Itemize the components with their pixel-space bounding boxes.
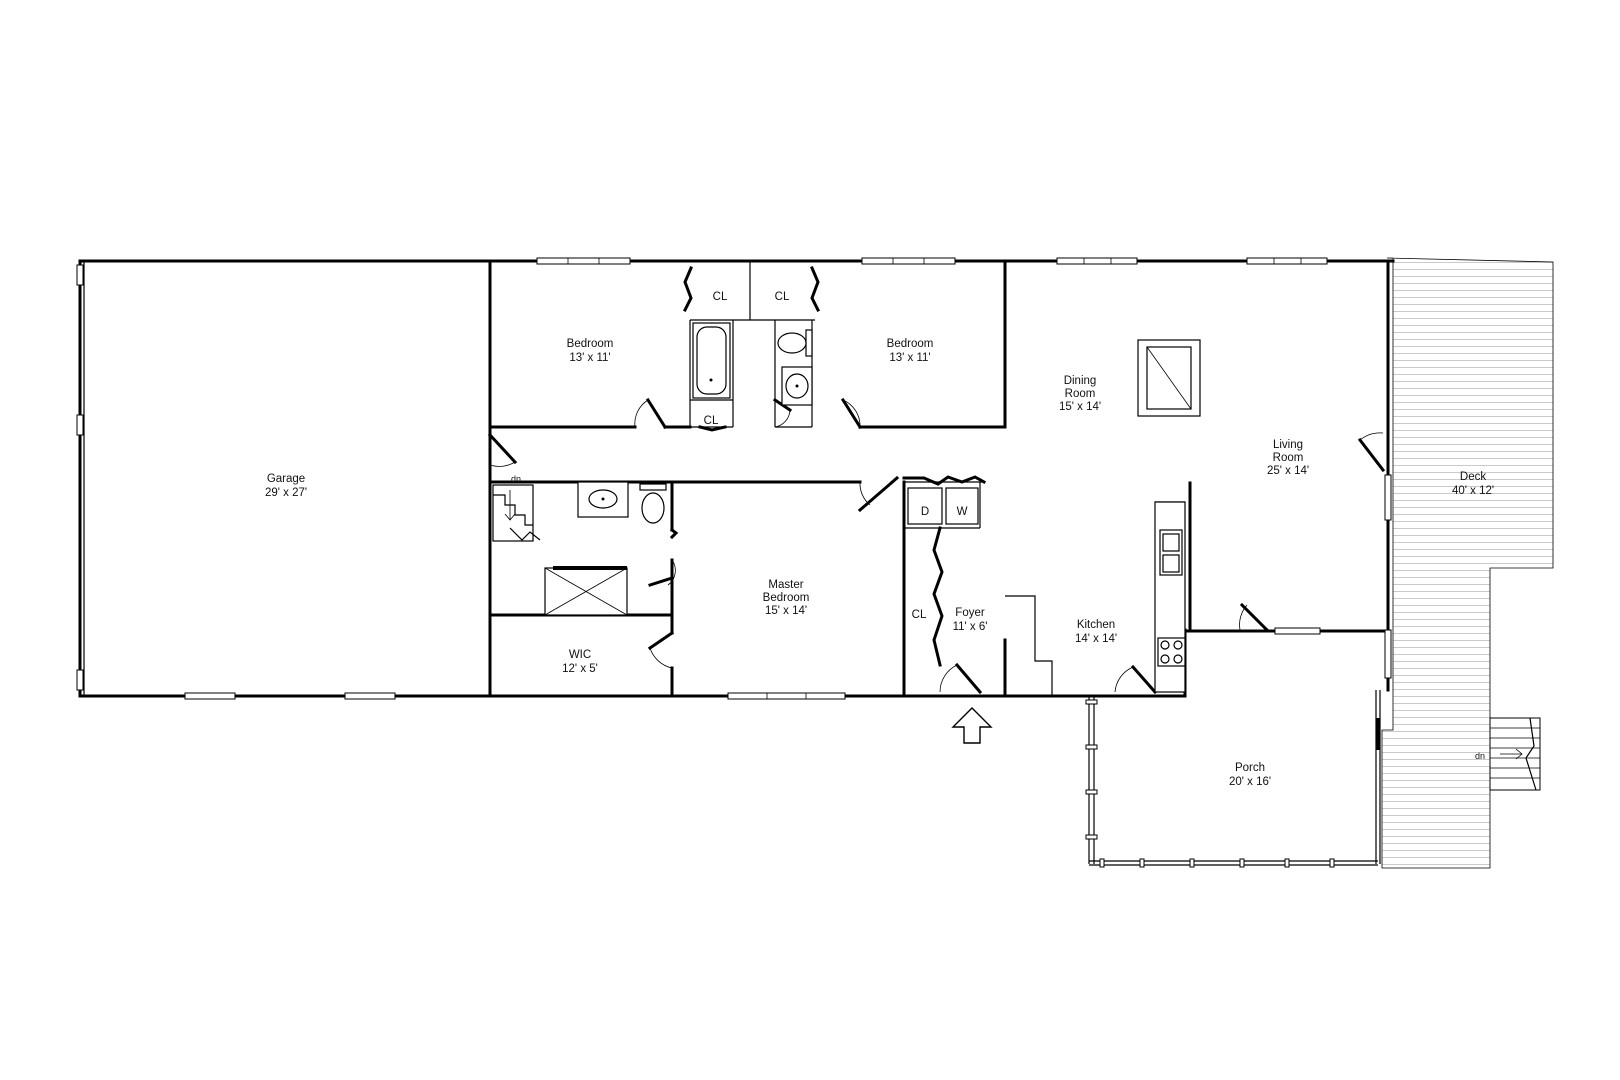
master-name-1: Master: [768, 579, 803, 591]
deck-size: 40' x 12': [1452, 485, 1494, 497]
dining-size: 15' x 14': [1059, 401, 1101, 413]
living-size: 25' x 14': [1267, 465, 1309, 477]
dining-name-2: Room: [1065, 388, 1096, 400]
closet-label-2: CL: [775, 291, 790, 303]
porch-name: Porch: [1235, 762, 1265, 774]
master-name-2: Bedroom: [763, 592, 810, 604]
kitchen-size: 14' x 14': [1075, 633, 1117, 645]
deck-name: Deck: [1460, 471, 1486, 483]
closet-label-3: CL: [704, 415, 719, 427]
doors: [487, 266, 1386, 695]
living-name-1: Living: [1273, 439, 1303, 451]
room-label-deck: Deck 40' x 12': [1452, 471, 1494, 497]
deck-area: [1381, 257, 1554, 869]
bedroom-left-size: 13' x 11': [569, 352, 610, 364]
garage-size: 29' x 27': [265, 487, 307, 499]
closet-label-4: CL: [912, 609, 927, 621]
fixtures: [492, 322, 1201, 744]
room-label-dining: Dining Room 15' x 14': [1059, 375, 1101, 413]
room-label-wic: WIC 12' x 5': [562, 649, 598, 675]
kitchen-name: Kitchen: [1077, 619, 1115, 631]
room-label-bedroom-left: Bedroom 13' x 11': [567, 338, 614, 364]
bedroom-right-size: 13' x 11': [889, 352, 930, 364]
wic-name: WIC: [569, 649, 591, 661]
bedroom-right-name: Bedroom: [887, 338, 934, 350]
foyer-name: Foyer: [955, 607, 985, 619]
room-label-kitchen: Kitchen 14' x 14': [1075, 619, 1117, 645]
garage-name: Garage: [267, 473, 305, 485]
deck-stairs: [1489, 717, 1541, 791]
porch-size: 20' x 16': [1229, 776, 1271, 788]
interior-walls: [488, 259, 1192, 698]
master-size: 15' x 14': [765, 605, 807, 617]
washer-label: W: [957, 506, 968, 518]
bedroom-left-name: Bedroom: [567, 338, 614, 350]
porch-outline: [1085, 690, 1381, 868]
wic-size: 12' x 5': [562, 663, 598, 675]
room-label-foyer: Foyer 11' x 6': [953, 607, 988, 633]
living-name-2: Room: [1273, 452, 1304, 464]
stairs-down-label: dn: [1475, 751, 1485, 761]
dryer-label: D: [921, 506, 929, 518]
closet-label-1: CL: [713, 291, 728, 303]
room-label-porch: Porch 20' x 16': [1229, 762, 1271, 788]
dining-name-1: Dining: [1064, 375, 1097, 387]
hall-stairs-down-label: dn: [511, 474, 521, 484]
windows: [76, 257, 1392, 700]
room-label-garage: Garage 29' x 27': [265, 473, 307, 499]
foyer-size: 11' x 6': [953, 621, 988, 633]
room-label-living: Living Room 25' x 14': [1267, 439, 1309, 477]
room-label-master: Master Bedroom 15' x 14': [763, 579, 810, 617]
room-label-bedroom-right: Bedroom 13' x 11': [887, 338, 934, 364]
